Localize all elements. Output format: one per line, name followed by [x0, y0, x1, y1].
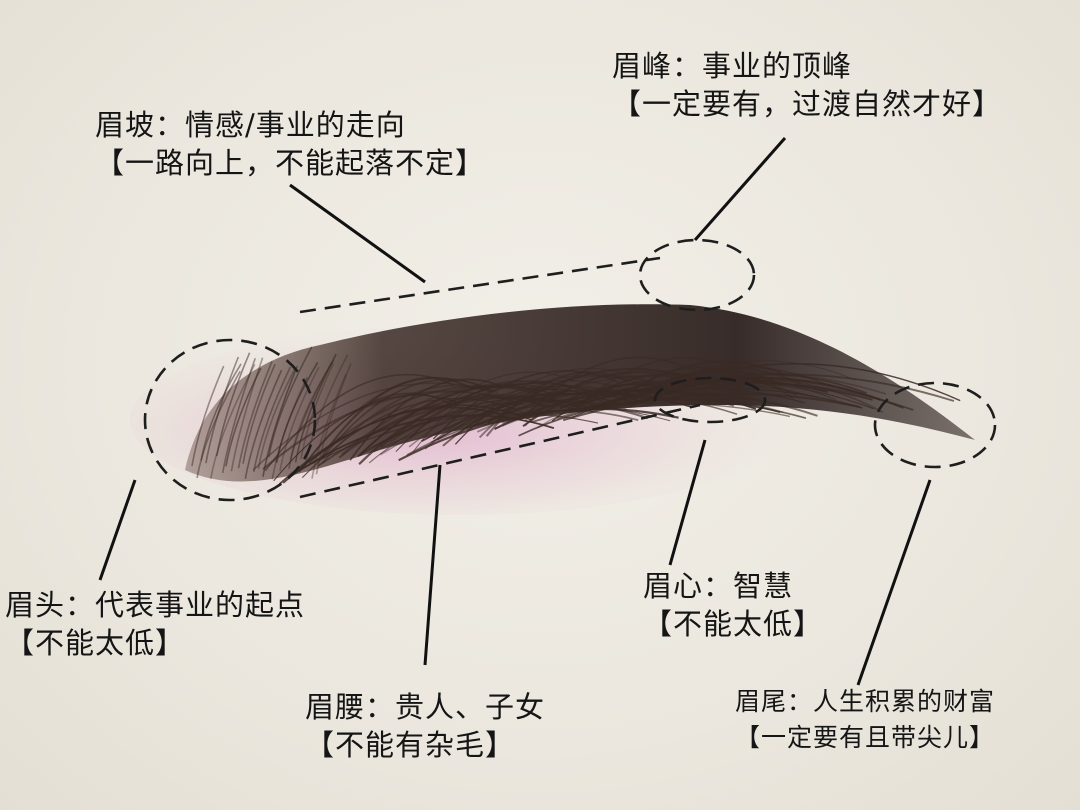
- meiwei-leader: [856, 479, 932, 686]
- brow-hair-stroke: [298, 392, 452, 473]
- dashed-guides: [143, 238, 997, 502]
- brow-lower-guide: [299, 403, 701, 499]
- brow-hair-stroke: [237, 360, 273, 469]
- meitou-label: 眉头：代表事业的起点 【不能太低】: [5, 586, 305, 662]
- brow-hair-stroke: [632, 366, 802, 399]
- meixin-circle: [653, 376, 767, 424]
- brow-hair-stroke: [528, 356, 696, 413]
- brow-hair-stroke: [412, 380, 556, 453]
- leader-lines: [98, 137, 932, 686]
- brow-hair-stroke: [370, 392, 654, 449]
- meiwei-note: 【一定要有且带尖儿】: [735, 723, 996, 752]
- brow-hair-stroke: [242, 363, 276, 464]
- brow-hair-stroke: [398, 407, 679, 462]
- brow-upper-guide: [299, 256, 661, 314]
- brow-hair-stroke: [473, 367, 651, 423]
- meitou-leader: [98, 479, 137, 581]
- meipo-note: 【一路向上，不能起落不定】: [95, 146, 486, 180]
- meipo-title: 眉坡：情感/事业的走向: [95, 108, 406, 142]
- brow-hair-stroke: [288, 361, 333, 469]
- meitou-note: 【不能太低】: [5, 626, 186, 660]
- meipo-label: 眉坡：情感/事业的走向 【一路向上，不能起落不定】: [95, 106, 485, 182]
- brow-hair-stroke: [205, 356, 240, 464]
- brow-hair-stroke: [590, 371, 887, 402]
- meiwei-circle: [873, 381, 997, 469]
- eyebrow-hairs: [191, 346, 961, 485]
- brow-hair-stroke: [562, 392, 861, 422]
- brow-hair-stroke: [678, 363, 961, 402]
- brow-hair-stroke: [257, 368, 296, 469]
- brow-hair-stroke: [268, 346, 313, 457]
- brow-hair-stroke: [225, 367, 262, 467]
- brow-hair-stroke: [389, 379, 630, 443]
- meiyao-title: 眉腰：贵人、子女: [305, 690, 546, 724]
- meixin-title: 眉心：智慧: [643, 569, 794, 603]
- meixin-label: 眉心：智慧 【不能太低】: [643, 567, 823, 643]
- meifeng-circle: [638, 238, 756, 312]
- brow-hair-stroke: [279, 366, 320, 472]
- brow-hair-stroke: [244, 369, 283, 479]
- brow-hair-stroke: [191, 365, 225, 467]
- brow-hair-stroke: [230, 357, 264, 472]
- brow-hair-stroke: [646, 374, 794, 408]
- brow-hair-stroke: [196, 370, 241, 479]
- brow-hair-stroke: [665, 379, 884, 414]
- brow-hair-stroke: [215, 352, 251, 457]
- brow-hair-stroke: [409, 371, 575, 440]
- brow-hair-stroke: [655, 360, 856, 390]
- meixin-leader: [668, 439, 707, 566]
- brow-hair-stroke: [221, 358, 256, 474]
- brow-hair-stroke: [200, 363, 242, 461]
- meixin-note: 【不能太低】: [643, 607, 824, 641]
- meiyao-note: 【不能有杂毛】: [305, 728, 516, 762]
- meiwei-label: 眉尾：人生积累的财富 【一定要有且带尖儿】: [735, 684, 995, 756]
- brow-hair-stroke: [660, 373, 955, 402]
- brow-hair-stroke: [294, 353, 337, 463]
- meitou-circle: [143, 338, 317, 502]
- meiyao-leader: [423, 464, 442, 666]
- meipo-leader: [289, 183, 426, 284]
- brow-hair-stroke: [551, 380, 724, 422]
- brow-hair-stroke: [304, 354, 349, 467]
- meifeng-note: 【一定要有，过渡自然才好】: [612, 87, 1003, 121]
- brow-hair-stroke: [637, 369, 783, 404]
- meifeng-leader: [693, 137, 787, 241]
- meifeng-title: 眉峰：事业的顶峰: [612, 49, 853, 83]
- meitou-title: 眉头：代表事业的起点: [5, 588, 306, 622]
- brow-hair-stroke: [321, 378, 489, 460]
- brow-hair-stroke: [209, 363, 256, 479]
- brow-hair-stroke: [253, 366, 292, 473]
- meifeng-label: 眉峰：事业的顶峰 【一定要有，过渡自然才好】: [612, 47, 1002, 123]
- meiwei-title: 眉尾：人生积累的财富: [735, 687, 996, 716]
- meiyao-label: 眉腰：贵人、子女 【不能有杂毛】: [305, 688, 545, 764]
- brow-hair-stroke: [581, 357, 742, 404]
